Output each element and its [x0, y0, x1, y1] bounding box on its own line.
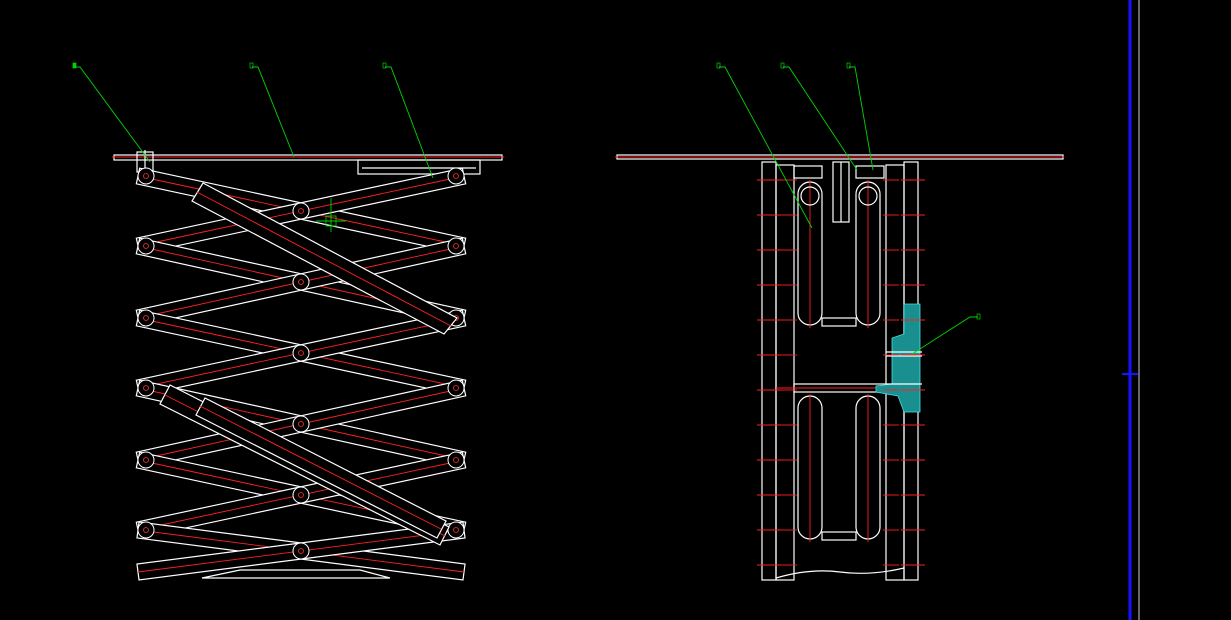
front-cylinders	[159, 182, 458, 546]
crosshair-cursor[interactable]	[316, 198, 346, 232]
scissor-pin-right-5-hole	[453, 527, 459, 533]
scissor-center-pin-3	[292, 415, 310, 433]
scissor-center-pin-3-hole	[298, 421, 304, 427]
side-callouts	[716, 62, 981, 355]
side-callout-1	[716, 62, 721, 69]
scissor-pin-right-4-hole	[453, 457, 459, 463]
scissor-pin-left-5-hole	[143, 527, 149, 533]
rail-rivets	[757, 179, 925, 566]
scissor-center-pin-2-hole	[298, 350, 304, 356]
scissor-pin-left-3	[137, 379, 155, 397]
scissor-pin-left-0	[137, 167, 155, 185]
scissor-pin-left-1	[137, 237, 155, 255]
scissor-pin-right-5	[447, 521, 465, 539]
scissor-pin-left-3-hole	[143, 385, 149, 391]
side-break-line	[775, 567, 905, 579]
scissor-center-pin-5-hole	[298, 548, 304, 554]
scissor-center-pin-2	[292, 344, 310, 362]
scissor-pin-right-1	[447, 237, 465, 255]
scissor-pin-left-4-hole	[143, 457, 149, 463]
front-platform	[113, 154, 503, 161]
scissor-pin-left-0-hole	[143, 173, 149, 179]
scissor-center-pin-1	[292, 273, 310, 291]
scissor-pin-right-0	[447, 167, 465, 185]
scissor-pin-right-3	[447, 379, 465, 397]
scissor-center-pin-4-hole	[298, 492, 304, 498]
scissor-center-pin-1-hole	[298, 279, 304, 285]
side-callout-3	[846, 62, 851, 69]
front-callout-2	[249, 62, 254, 69]
scissor-pin-right-3-hole	[453, 385, 459, 391]
scissor-pin-right-0-hole	[453, 173, 459, 179]
lower-rollers	[797, 394, 881, 542]
scissor-center-pin-5	[292, 542, 310, 560]
side-view	[615, 62, 1064, 581]
front-view	[72, 62, 504, 581]
scissor-pin-left-2-hole	[143, 315, 149, 321]
scissor-pin-left-4	[137, 451, 155, 469]
scissor-pin-right-1-hole	[453, 243, 459, 249]
front-callout-3	[382, 62, 387, 69]
side-callout-4	[976, 313, 981, 320]
front-callout-1	[72, 62, 77, 69]
scissor-pin-left-1-hole	[143, 243, 149, 249]
upper-rollers	[793, 161, 885, 328]
scissor-pin-left-5	[137, 521, 155, 539]
section-hatch-block	[875, 303, 922, 413]
front-callouts	[72, 62, 434, 179]
scissor-pin-right-4	[447, 451, 465, 469]
side-callout-2	[780, 62, 785, 69]
scissor-center-pin-0	[292, 202, 310, 220]
scissor-arms	[135, 167, 467, 581]
scissor-pin-left-2	[137, 309, 155, 327]
scissor-center-pin-0-hole	[298, 208, 304, 214]
front-base-skid	[201, 569, 391, 579]
scissor-center-pin-4	[292, 486, 310, 504]
side-left-outer-rail	[761, 161, 777, 581]
front-guide-rail	[357, 159, 481, 175]
